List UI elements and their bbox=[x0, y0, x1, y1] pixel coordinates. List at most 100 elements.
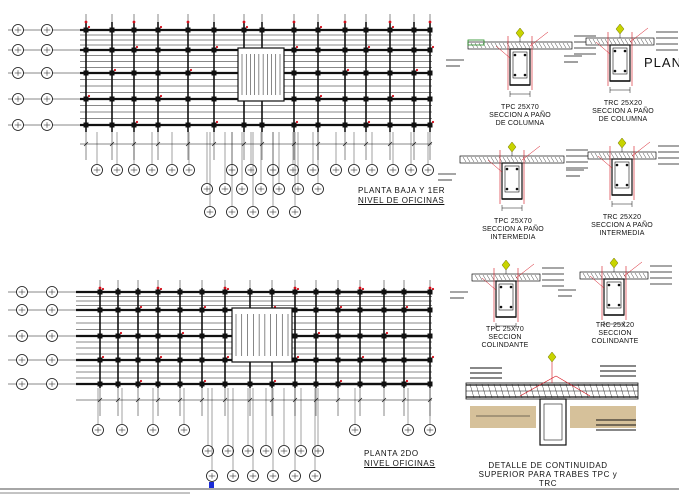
plan2-column bbox=[155, 381, 161, 387]
section-4-slab-hatch bbox=[622, 152, 627, 159]
section-3-slab-hatch bbox=[526, 156, 531, 163]
continuity-fill-left bbox=[470, 406, 536, 428]
section-1-slab-hatch bbox=[490, 42, 495, 49]
plan2-column bbox=[313, 307, 319, 313]
plan2-column bbox=[177, 307, 183, 313]
plan2-annotation-dot bbox=[119, 331, 123, 335]
plan1-annotation-dot bbox=[159, 94, 163, 98]
section-1-slab-hatch bbox=[558, 42, 563, 49]
section-3-slab-hatch bbox=[514, 156, 519, 163]
plan2-dimension-tick bbox=[381, 397, 387, 403]
section-5-code: TPC 25X70 bbox=[486, 326, 524, 333]
section-3-slab-hatch bbox=[494, 156, 499, 163]
plan2-dimension-tick bbox=[222, 397, 228, 403]
plan2-dimension-tick bbox=[401, 397, 407, 403]
plan1-column bbox=[131, 96, 137, 102]
plan1-dimension-tick bbox=[427, 141, 433, 147]
plan1-column bbox=[211, 27, 217, 33]
plan1-column bbox=[387, 47, 393, 53]
plan1-column bbox=[411, 27, 417, 33]
section-3-slab-hatch bbox=[546, 156, 551, 163]
plan1-column bbox=[211, 96, 217, 102]
section-1-slab-hatch bbox=[538, 42, 543, 49]
plan1-column bbox=[155, 47, 161, 53]
continuity-slab-hatch bbox=[481, 383, 487, 399]
section-3-slab-hatch bbox=[490, 156, 495, 163]
section-3-slab-hatch bbox=[474, 156, 479, 163]
section-5-leader bbox=[515, 263, 535, 279]
plan1-top-dot bbox=[292, 20, 296, 24]
continuity-slab-hatch bbox=[511, 383, 517, 399]
plan2-column bbox=[313, 357, 319, 363]
section-6-leader bbox=[623, 261, 643, 277]
section-5-slab-hatch bbox=[494, 274, 499, 281]
plan2-annotation-dot bbox=[361, 355, 365, 359]
plan1-column bbox=[411, 70, 417, 76]
section-2-rebar bbox=[613, 69, 617, 73]
section-3-slab-hatch bbox=[482, 156, 487, 163]
section-6-slab-hatch bbox=[586, 272, 591, 279]
plan2-annotation-dot bbox=[226, 355, 230, 359]
plan1-annotation-dot bbox=[159, 25, 163, 29]
section-5-slab-hatch bbox=[498, 274, 503, 281]
section-4-leader bbox=[631, 141, 651, 157]
plan1-dimension-tick bbox=[259, 141, 265, 147]
section-5-slab-hatch bbox=[534, 274, 539, 281]
plan1-annotation-dot bbox=[391, 94, 395, 98]
plan2-column bbox=[313, 289, 319, 295]
plan1-dimension-tick bbox=[83, 141, 89, 147]
plan2-top-dot bbox=[156, 286, 160, 290]
section-6-rebar bbox=[607, 303, 611, 307]
plan2-dimension-tick bbox=[427, 397, 433, 403]
plan1-dimension-tick bbox=[363, 141, 369, 147]
plan2-dimension-tick bbox=[335, 397, 341, 403]
plan1-column bbox=[427, 27, 433, 33]
section-1-rebar bbox=[523, 73, 527, 77]
plan2-top-dot bbox=[223, 286, 227, 290]
plan1-top-dot bbox=[84, 20, 88, 24]
section-4-line3: INTERMEDIA bbox=[599, 230, 645, 237]
plan1-column bbox=[363, 122, 369, 128]
plan2-dimension-tick bbox=[155, 397, 161, 403]
section-3-slab-hatch bbox=[478, 156, 483, 163]
plan1-column bbox=[315, 96, 321, 102]
section-2-rebar bbox=[623, 49, 627, 53]
plan2-column bbox=[115, 357, 121, 363]
plan1-column bbox=[363, 70, 369, 76]
plan2-column bbox=[115, 333, 121, 339]
plan1-column bbox=[211, 122, 217, 128]
continuity-slab-hatch bbox=[487, 383, 493, 399]
plan2-stair-core bbox=[231, 307, 293, 363]
plan2-column bbox=[222, 307, 228, 313]
plan2-annotation-dot bbox=[101, 287, 105, 291]
plan2-annotation-dot bbox=[405, 305, 409, 309]
plan2-column bbox=[97, 289, 103, 295]
plan1-annotation-dot bbox=[431, 45, 435, 49]
continuity-slab-hatch bbox=[529, 383, 535, 399]
plan1-column bbox=[185, 122, 191, 128]
plan1-column bbox=[185, 27, 191, 33]
plan2-annotation-dot bbox=[431, 355, 435, 359]
section-4-slab-hatch bbox=[614, 152, 619, 159]
section-5-rebar bbox=[509, 305, 513, 309]
plan1-column bbox=[211, 70, 217, 76]
section-4-code: TRC 25X20 bbox=[602, 214, 642, 221]
plan2-column bbox=[247, 381, 253, 387]
continuity-column-core bbox=[543, 403, 563, 441]
continuity-slab-hatch bbox=[583, 383, 589, 399]
plan1-column bbox=[109, 96, 115, 102]
section-2-slab-hatch bbox=[612, 38, 617, 45]
plan2-top-dot bbox=[293, 286, 297, 290]
plan1-annotation-dot bbox=[415, 68, 419, 72]
section-6-rebar bbox=[617, 283, 621, 287]
section-4-slab-hatch bbox=[634, 152, 639, 159]
continuity-slab-hatch bbox=[505, 383, 511, 399]
section-3-level-marker bbox=[507, 141, 517, 153]
section-1-slab-hatch bbox=[478, 42, 483, 49]
continuity-slab-hatch bbox=[571, 383, 577, 399]
plan2-column bbox=[135, 381, 141, 387]
continuity-slab-hatch bbox=[523, 383, 529, 399]
section-1-slab-hatch bbox=[518, 42, 523, 49]
section-2-slab-hatch bbox=[644, 38, 649, 45]
